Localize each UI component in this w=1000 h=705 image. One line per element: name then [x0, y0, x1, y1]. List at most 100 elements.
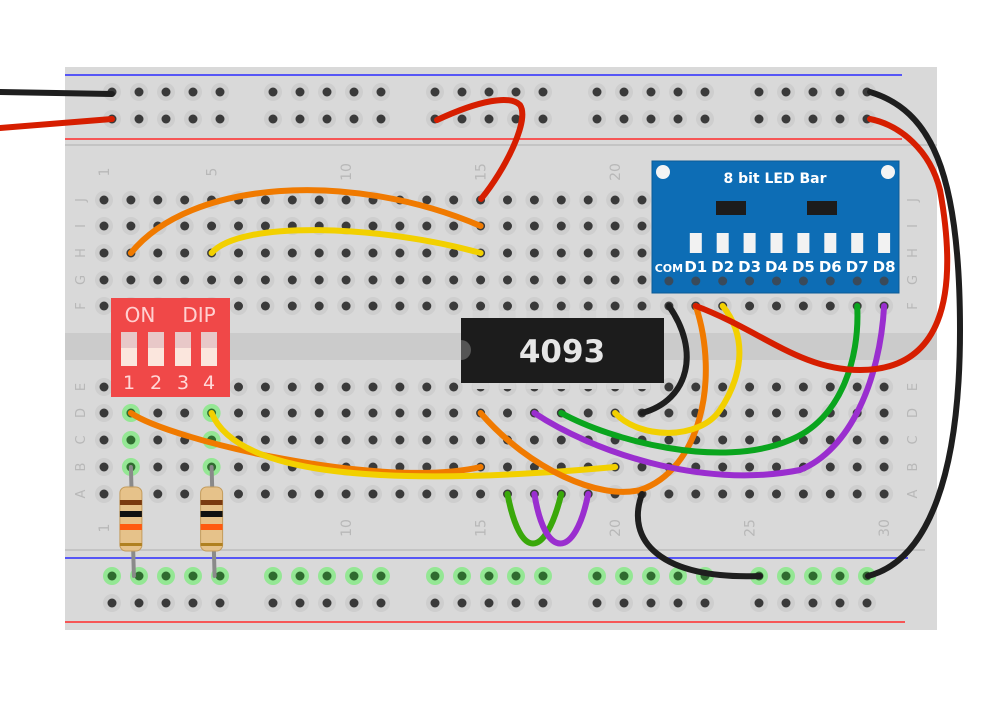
rail-top-neg-11 — [430, 87, 440, 97]
resistor-R2[interactable] — [200, 465, 224, 578]
hole-G3 — [153, 275, 163, 285]
rail-bottom-pos-7 — [295, 598, 305, 608]
rail-bottom-neg-2 — [134, 571, 144, 581]
hole-G14 — [449, 275, 459, 285]
row-label-C-left: C — [74, 435, 89, 444]
dip-switch-toggle-4[interactable] — [201, 348, 217, 366]
wire-green-a16-a18 — [504, 491, 565, 547]
hole-A4 — [180, 489, 190, 499]
wire-power-black — [0, 89, 115, 97]
resistor-band-gold — [119, 543, 142, 546]
dip-switch-toggle-1[interactable] — [121, 348, 137, 366]
rail-bottom-pos-9 — [349, 598, 359, 608]
hole-J21 — [637, 195, 647, 205]
rail-bottom-pos-20 — [700, 598, 710, 608]
hole-C2 — [126, 435, 136, 445]
hole-E6 — [234, 382, 243, 392]
hole-C12 — [395, 435, 405, 445]
wire-black-d21-f22 — [639, 303, 690, 416]
hole-B26 — [772, 462, 781, 472]
rail-bottom-pos-3 — [161, 598, 171, 608]
hole-H16 — [503, 248, 512, 258]
resistor-band-orange — [200, 524, 223, 530]
hole-C11 — [368, 435, 378, 445]
dip-switch-toggle-2[interactable] — [148, 348, 164, 366]
rail-bottom-neg-6 — [268, 571, 278, 581]
hole-D6 — [234, 408, 243, 418]
hole-G8 — [287, 275, 297, 285]
hole-E29 — [852, 382, 862, 392]
ic-pin-top-9 — [607, 311, 624, 320]
hole-G18 — [556, 275, 566, 285]
row-label-D-left: D — [74, 408, 89, 418]
rail-top-neg-20 — [700, 87, 710, 97]
hole-A7 — [260, 489, 270, 499]
dip-switch-number-1: 1 — [123, 372, 135, 394]
rail-bottom-pos-11 — [430, 598, 440, 608]
dip-switch-toggle-3[interactable] — [175, 348, 191, 366]
rail-top-neg-7 — [295, 87, 305, 97]
hole-B12 — [395, 462, 405, 472]
hole-A12 — [395, 489, 405, 499]
ic-label: 4093 — [519, 334, 605, 370]
hole-D14 — [449, 408, 459, 418]
rail-bottom-neg-24 — [835, 571, 845, 581]
hole-G13 — [422, 275, 432, 285]
row-label-C-right: C — [906, 435, 921, 444]
hole-I16 — [503, 221, 512, 231]
led-pin-label-D7: D7 — [846, 258, 869, 276]
hole-D26 — [772, 408, 781, 418]
ic-4093[interactable]: 4093 — [461, 311, 664, 389]
hole-D4 — [180, 408, 190, 418]
hole-A29 — [852, 489, 862, 499]
hole-D8 — [287, 408, 297, 418]
hole-F25 — [745, 301, 755, 311]
rail-bottom-neg-4 — [188, 571, 198, 581]
dip-switch[interactable]: ON DIP 1 2 3 4 — [111, 298, 230, 397]
rail-top-pos-16 — [592, 114, 602, 124]
rail-top-neg-4 — [188, 87, 198, 97]
wire-black-a21-rail — [635, 491, 763, 580]
hole-A26 — [772, 489, 781, 499]
hole-I4 — [180, 221, 190, 231]
rail-bottom-neg-15 — [538, 571, 548, 581]
hole-C15 — [476, 435, 486, 445]
rail-top-neg-3 — [161, 87, 171, 97]
hole-G10 — [341, 275, 351, 285]
rail-top-neg-22 — [781, 87, 791, 97]
hole-I5 — [207, 221, 217, 231]
hole-D7 — [260, 408, 270, 418]
hole-F28 — [825, 301, 835, 311]
hole-E22 — [664, 382, 674, 392]
rail-bottom-pos-1 — [107, 598, 117, 608]
hole-G16 — [503, 275, 512, 285]
led-pin-label-D8: D8 — [873, 258, 896, 276]
rail-bottom-neg-16 — [592, 571, 602, 581]
resistor-R1[interactable] — [119, 465, 143, 578]
rail-bottom-neg-22 — [781, 571, 791, 581]
rail-top-pos-24 — [835, 114, 845, 124]
rail-top-pos-3 — [161, 114, 171, 124]
hole-H17 — [529, 248, 539, 258]
led-pin-label-D2: D2 — [711, 258, 734, 276]
hole-F27 — [798, 301, 808, 311]
hole-G20 — [610, 275, 620, 285]
rail-top-pos-21 — [754, 114, 764, 124]
hole-H9 — [314, 248, 324, 258]
resistor-body — [200, 486, 224, 552]
hole-A13 — [422, 489, 432, 499]
hole-D1 — [99, 408, 109, 418]
rail-bottom-neg-14 — [511, 571, 521, 581]
hole-H3 — [153, 248, 163, 258]
hole-J18 — [556, 195, 566, 205]
hole-I14 — [449, 221, 459, 231]
hole-D30 — [879, 408, 889, 418]
hole-E10 — [341, 382, 351, 392]
hole-G9 — [314, 275, 324, 285]
rail-top-neg-23 — [808, 87, 818, 97]
wire-power-red — [0, 116, 115, 131]
hole-G11 — [368, 275, 378, 285]
hole-H10 — [341, 248, 351, 258]
led-pin-D8 — [879, 276, 889, 286]
